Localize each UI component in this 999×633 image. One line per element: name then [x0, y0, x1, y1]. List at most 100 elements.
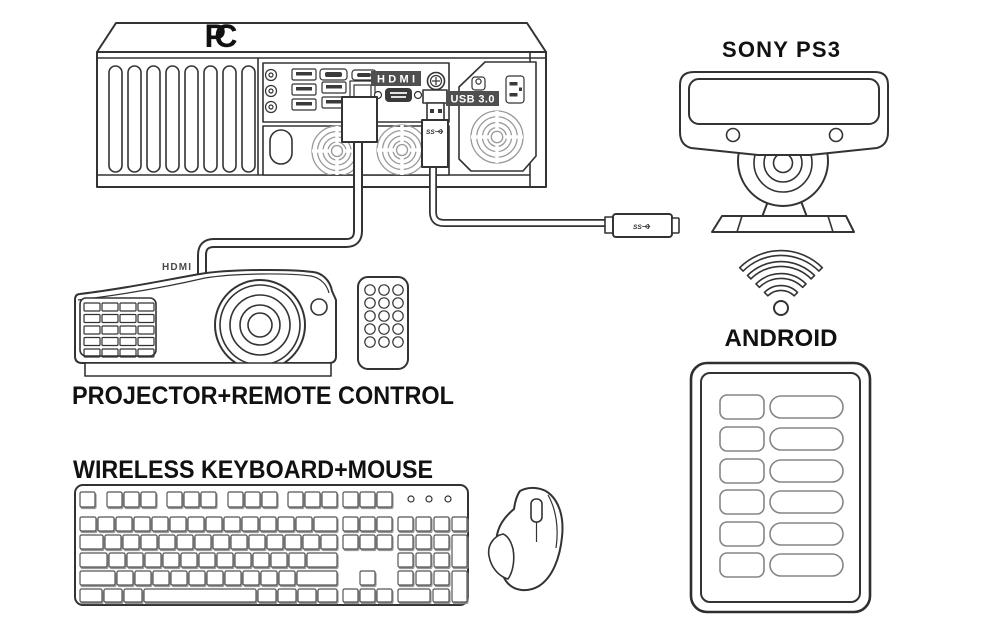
projector-grille [79, 297, 157, 358]
remote-button [392, 336, 404, 348]
keyboard-key [259, 516, 277, 532]
android-button [719, 489, 765, 515]
keyboard-key [376, 516, 393, 532]
projector-lens [214, 279, 306, 371]
keyboard-key [451, 516, 468, 532]
android-button [769, 395, 844, 419]
keyboard-key [270, 552, 288, 568]
keyboard-key [415, 570, 432, 586]
keyboard-key [241, 516, 259, 532]
keyboard-key [212, 534, 230, 550]
ps3-camera [679, 71, 889, 233]
audio-jack [264, 84, 278, 98]
psu-fan [470, 110, 524, 164]
keyboard-key [397, 534, 414, 550]
hdmi-cable [197, 96, 378, 285]
keyboard-key [223, 516, 241, 532]
remote-button [392, 310, 404, 322]
android-button [719, 521, 765, 547]
keyboard-key [284, 534, 302, 550]
keyboard-key [433, 516, 450, 532]
keyboard-key [103, 588, 123, 603]
grille-slot [119, 325, 137, 335]
keyboard-key [257, 588, 277, 603]
keyboard-key [188, 570, 206, 586]
camera-screen [688, 78, 880, 125]
keyboard-key [415, 552, 432, 568]
hdmi-adapter [341, 96, 378, 143]
keyboard-key [260, 570, 278, 586]
keyboard-key [397, 570, 414, 586]
case-fans [311, 124, 428, 175]
keyboard-key [297, 588, 317, 603]
wifi-icon [738, 249, 824, 316]
keyboard-key [397, 516, 414, 532]
keyboard-key [115, 516, 133, 532]
camera-base [711, 215, 855, 233]
captions: SONY PS3 ANDROID PROJECTOR+REMOTE CONTRO… [72, 37, 840, 484]
remote-button [378, 336, 390, 348]
keyboard-key [140, 534, 158, 550]
grille-slot [137, 313, 155, 324]
grille-slot [101, 336, 119, 347]
keyboard-key [359, 491, 376, 508]
usb-ports [291, 68, 347, 111]
keyboard-key [248, 534, 266, 550]
screw-icon [426, 71, 446, 91]
vent-slot [222, 65, 237, 173]
hdmi-badge [371, 71, 421, 86]
projector-base [84, 362, 332, 377]
keyboard-key [169, 516, 187, 532]
keyboard-key [432, 588, 450, 603]
grille-slot [83, 348, 101, 358]
keyboard-key [187, 516, 205, 532]
keyboard-led [444, 495, 452, 503]
vent-slot [127, 65, 142, 173]
keyboard-key [277, 588, 297, 603]
android-buttons [719, 394, 844, 578]
keyboard-key [79, 491, 96, 508]
vga-port [373, 88, 423, 102]
keyboard-keys [79, 491, 468, 603]
android-button [719, 394, 765, 420]
cutout-oval [269, 129, 293, 165]
camera-mic-right [828, 127, 844, 143]
fan-hub [330, 144, 344, 158]
usb-connector: SS [604, 213, 680, 238]
keyboard-key [162, 552, 180, 568]
keyboard-key [97, 516, 115, 532]
fan-hub [490, 130, 504, 144]
keyboard-key [176, 534, 194, 550]
keyboard-key [144, 552, 162, 568]
vent-slot [165, 65, 180, 173]
wifi-arc [755, 272, 807, 289]
keyboard-key [397, 588, 431, 603]
keyboard-key [205, 516, 223, 532]
keyboard-key [224, 570, 242, 586]
usb-plug: SS [421, 102, 449, 168]
keyboard-key [252, 552, 270, 568]
keyboard-caption: WIRELESS KEYBOARD+MOUSE [73, 456, 433, 484]
keyboard-key [227, 491, 244, 508]
port-badges: HDMI USB 3.0 [371, 71, 499, 106]
grille-slot [137, 325, 155, 335]
grille-slot [83, 313, 101, 324]
keyboard-key [151, 516, 169, 532]
android-button [769, 490, 844, 514]
usb3-port [422, 89, 448, 104]
ir-sensor [310, 298, 328, 316]
remote-button [364, 310, 376, 322]
keyboard-key [152, 570, 170, 586]
pc-label: PC [205, 18, 238, 54]
grille-slot [101, 348, 119, 358]
remote-button [378, 297, 390, 309]
power-inlet [505, 75, 525, 104]
keyboard-key [122, 534, 140, 550]
keyboard-key [376, 588, 393, 603]
grille-slot [83, 302, 101, 312]
grille-slot [83, 325, 101, 335]
wireless-mouse [487, 486, 564, 592]
keyboard-key [359, 570, 376, 586]
hdmi-ports [319, 68, 377, 81]
keyboard-key [415, 534, 432, 550]
